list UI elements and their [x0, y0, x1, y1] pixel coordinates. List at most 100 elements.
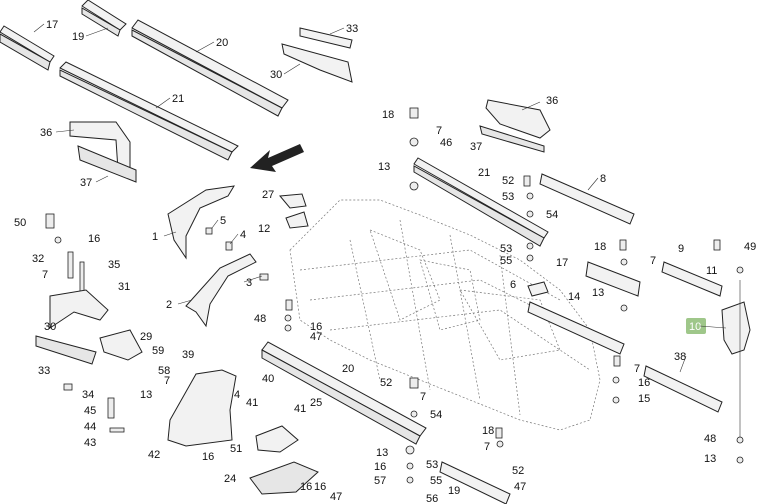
callout-label: 5: [220, 215, 226, 227]
plate-14: [527, 301, 625, 355]
plate-8: [539, 173, 635, 225]
right-bolts: [205, 107, 744, 484]
callout-label: 24: [224, 473, 236, 485]
callout-label: 53: [426, 459, 438, 471]
callout-label: 43: [84, 437, 96, 449]
callout-label: 47: [330, 491, 342, 503]
rail-19: [81, 0, 127, 37]
callout-label: 31: [118, 281, 130, 293]
bracket-17-right: [585, 261, 641, 297]
callout-label: 50: [14, 217, 26, 229]
rail-21-right: [413, 157, 549, 247]
callout-label: 1: [152, 231, 158, 243]
callout-label: 56: [426, 493, 438, 504]
callout-label: 54: [430, 409, 442, 421]
callout-label: 16: [314, 481, 326, 493]
callout-label: 20: [342, 363, 354, 375]
callout-label: 52: [512, 465, 524, 477]
callout-label: 11: [706, 265, 717, 277]
highlight-box-10: [686, 318, 706, 334]
callout-label: 38: [674, 351, 686, 363]
callout-label: 17: [556, 257, 568, 269]
callout-label: 7: [436, 125, 442, 137]
callout-label: 30: [44, 321, 56, 333]
plate-38: [643, 365, 723, 413]
callout-label: 12: [258, 223, 270, 235]
callout-label: 7: [484, 441, 490, 453]
callout-label: 21: [172, 93, 184, 105]
bracket-36-37-left: [69, 121, 137, 183]
callout-label: 18: [594, 241, 606, 253]
callout-label: 47: [514, 481, 526, 493]
callout-label: 19: [448, 485, 460, 497]
callout-label: 33: [346, 23, 358, 35]
callout-label: 58: [158, 365, 170, 377]
callout-label: 47: [310, 331, 322, 343]
rail-17: [0, 25, 55, 71]
callout-label: 29: [140, 331, 152, 343]
callout-label: 33: [38, 365, 50, 377]
leader-lines: [33, 23, 727, 373]
callout-label: 34: [82, 389, 94, 401]
callout-label: 18: [382, 109, 394, 121]
rail-20-top: [131, 19, 289, 117]
callout-label: 16: [202, 451, 214, 463]
callout-label: 16: [310, 321, 322, 333]
callout-label: 8: [600, 173, 606, 185]
plate-24: [249, 461, 319, 495]
callout-labels: 17 19 20 33 30 21 36 37 1 5 4 2 3 27 12 …: [14, 19, 756, 504]
callout-label: 21: [478, 167, 490, 179]
callout-label: 30: [270, 69, 282, 81]
callout-label: 3: [246, 277, 252, 289]
callout-label: 13: [378, 161, 390, 173]
callout-label: 48: [704, 433, 716, 445]
callout-label: 25: [310, 397, 322, 409]
callout-label: 13: [376, 447, 388, 459]
callout-label: 15: [638, 393, 650, 405]
callout-label: 41: [246, 397, 258, 409]
callout-label: 42: [148, 449, 160, 461]
callout-label: 39: [182, 349, 194, 361]
callout-label: 55: [500, 255, 512, 267]
rail-21-top: [59, 61, 239, 161]
callout-label: 52: [380, 377, 392, 389]
callout-label: 53: [502, 191, 514, 203]
callout-label: 46: [440, 137, 452, 149]
callout-label: 7: [650, 255, 656, 267]
bracket-33-30-top: [281, 27, 353, 83]
callout-label: 16: [88, 233, 100, 245]
callout-label: 4: [240, 229, 246, 241]
deflector-2: [185, 253, 257, 328]
callout-label: 35: [108, 259, 120, 271]
callout-label: 32: [32, 253, 44, 265]
callout-label: 37: [80, 177, 92, 189]
callout-label: 17: [46, 19, 58, 31]
callout-label: 7: [634, 363, 640, 375]
callout-label: 37: [470, 141, 482, 153]
guard-39: [167, 369, 237, 447]
direction-arrow-icon: [250, 144, 304, 172]
callout-label: 14: [568, 291, 580, 303]
bracket-6: [527, 281, 549, 297]
callout-label: 7: [164, 375, 170, 387]
callout-label: 59: [152, 345, 164, 357]
callout-label: 49: [744, 241, 756, 253]
callout-label: 7: [420, 391, 426, 403]
rail-20-center: [261, 341, 427, 445]
callout-label: 53: [500, 243, 512, 255]
callout-label: 7: [42, 269, 48, 281]
left-bolts: [35, 213, 143, 433]
plate-9: [661, 261, 723, 297]
callout-label: 13: [140, 389, 152, 401]
callout-label: 36: [546, 95, 558, 107]
callout-label: 57: [374, 475, 386, 487]
callout-label: 20: [216, 37, 228, 49]
callout-label: 55: [430, 475, 442, 487]
callout-label: 54: [546, 209, 558, 221]
callout-label: 2: [166, 299, 172, 311]
rail-19-bottom: [439, 461, 511, 504]
callout-label: 40: [262, 373, 274, 385]
bracket-10: [721, 280, 751, 440]
callout-label: 6: [510, 279, 516, 291]
